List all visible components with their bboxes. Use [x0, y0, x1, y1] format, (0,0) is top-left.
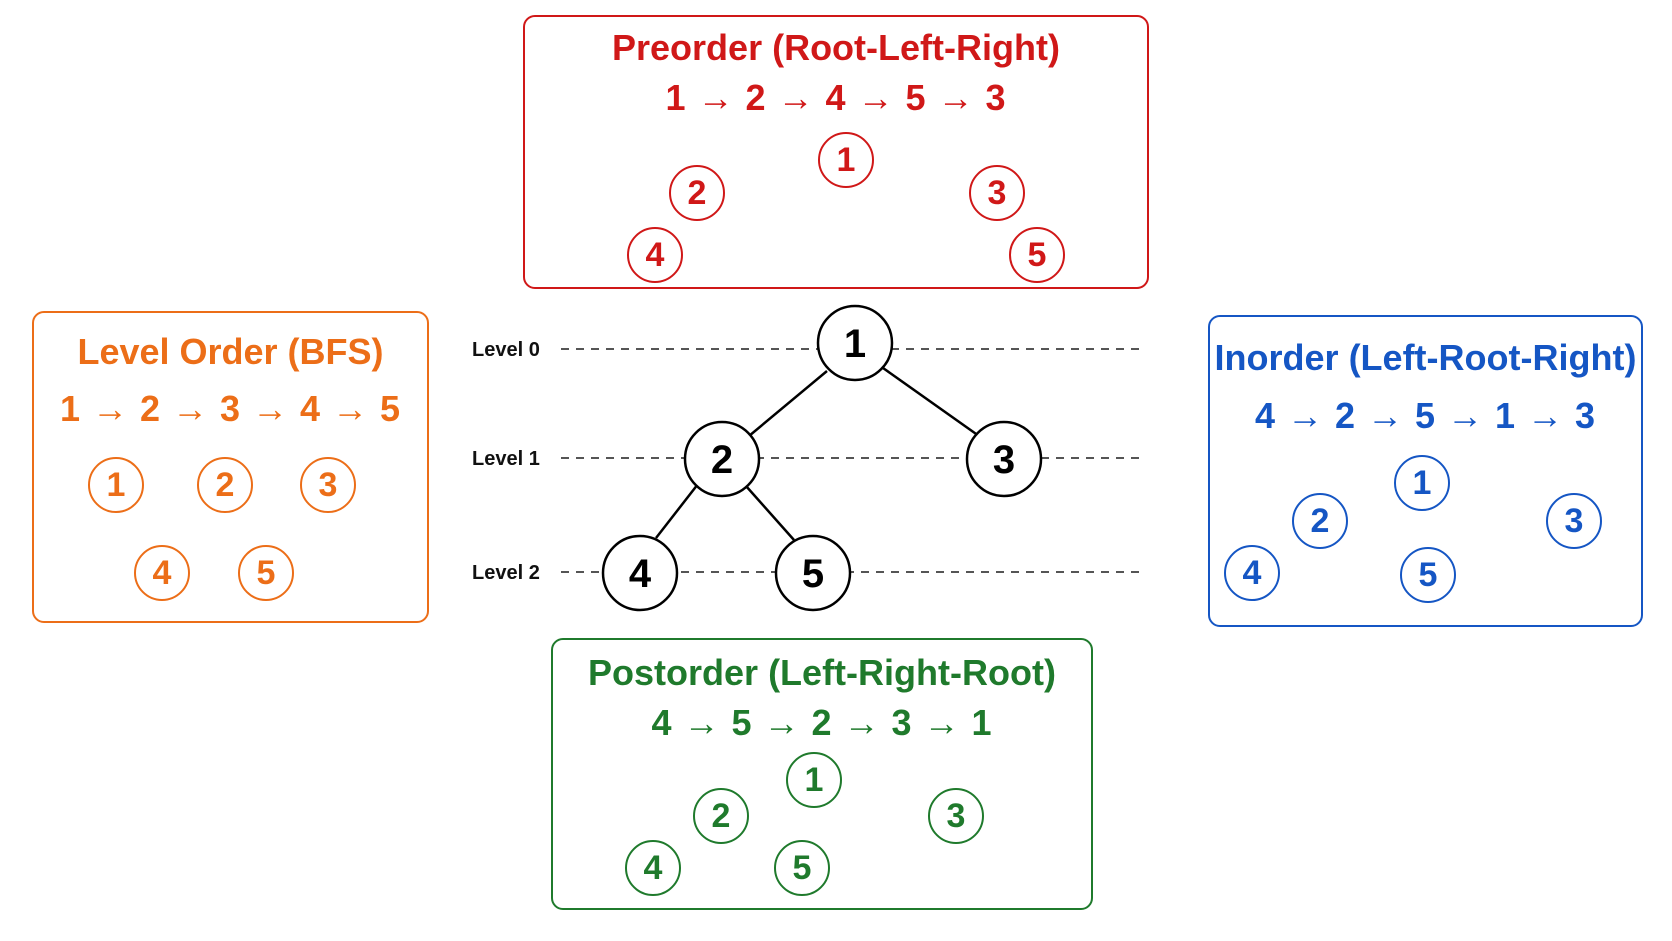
inorder-node-5: 5 — [1400, 547, 1456, 603]
tree-node-1-circle — [816, 304, 894, 382]
levelorder-node-4: 4 — [134, 545, 190, 601]
edge-2-4 — [655, 483, 699, 539]
inorder-node-1: 1 — [1394, 455, 1450, 511]
preorder-node-4: 4 — [627, 227, 683, 283]
postorder-panel: Postorder (Left-Right-Root) 4 → 5 → 2 → … — [551, 638, 1093, 910]
tree-node-4-circle — [601, 534, 679, 612]
levelorder-node-1: 1 — [88, 457, 144, 513]
preorder-sequence: 1 → 2 → 4 → 5 → 3 — [665, 77, 1007, 118]
postorder-sequence: 4 → 5 → 2 → 3 → 1 — [651, 702, 993, 743]
postorder-node-2: 2 — [693, 788, 749, 844]
inorder-title: Inorder (Left-Root-Right) — [1214, 337, 1637, 378]
tree-node-5-label: 5 — [802, 552, 824, 596]
postorder-node-4: 4 — [625, 840, 681, 896]
level-0-label: Level 0 — [472, 339, 540, 361]
preorder-panel: Preorder (Root-Left-Right) 1 → 2 → 4 → 5… — [523, 15, 1149, 289]
postorder-node-1: 1 — [786, 752, 842, 808]
inorder-panel: Inorder (Left-Root-Right) 4 → 2 → 5 → 1 … — [1208, 315, 1643, 627]
tree-node-2-circle — [683, 420, 761, 498]
levelorder-node-3: 3 — [300, 457, 356, 513]
levelorder-panel: Level Order (BFS) 1 → 2 → 3 → 4 → 5 1 2 … — [32, 311, 429, 623]
inorder-node-3: 3 — [1546, 493, 1602, 549]
inorder-node-4: 4 — [1224, 545, 1280, 601]
levelorder-node-5: 5 — [238, 545, 294, 601]
inorder-node-2: 2 — [1292, 493, 1348, 549]
preorder-node-2: 2 — [669, 165, 725, 221]
preorder-node-3: 3 — [969, 165, 1025, 221]
edge-2-5 — [745, 485, 795, 541]
preorder-node-1: 1 — [818, 132, 874, 188]
level-1-label: Level 1 — [472, 448, 540, 470]
level-2-label: Level 2 — [472, 562, 540, 584]
edge-1-2 — [748, 370, 828, 437]
inorder-sequence: 4 → 2 → 5 → 1 → 3 — [1254, 395, 1597, 436]
tree-node-5-circle — [774, 534, 852, 612]
tree-node-4-label: 4 — [629, 552, 652, 596]
tree-node-3-label: 3 — [993, 438, 1015, 482]
edge-1-3 — [882, 366, 980, 438]
postorder-node-5: 5 — [774, 840, 830, 896]
preorder-node-5: 5 — [1009, 227, 1065, 283]
levelorder-title: Level Order (BFS) — [77, 331, 384, 372]
levelorder-node-2: 2 — [197, 457, 253, 513]
postorder-title: Postorder (Left-Right-Root) — [588, 652, 1056, 693]
tree-node-2-label: 2 — [711, 438, 733, 482]
postorder-node-3: 3 — [928, 788, 984, 844]
tree-node-3-circle — [965, 420, 1043, 498]
levelorder-sequence: 1 → 2 → 3 → 4 → 5 — [59, 388, 402, 429]
preorder-title: Preorder (Root-Left-Right) — [612, 27, 1060, 68]
tree-node-1-label: 1 — [844, 322, 866, 366]
